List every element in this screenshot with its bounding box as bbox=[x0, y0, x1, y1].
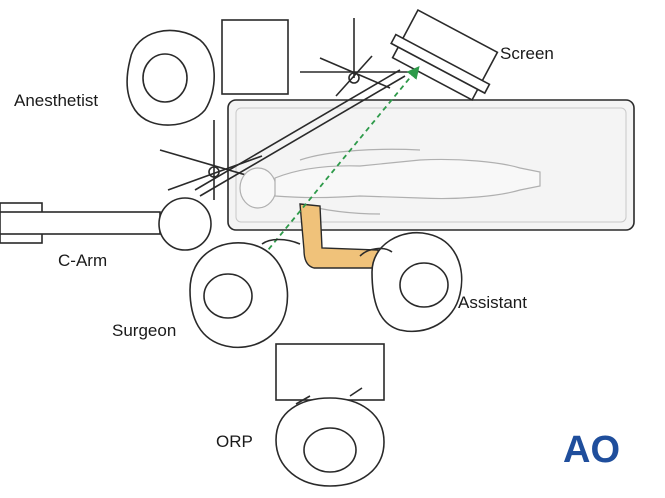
ao-logo: AO bbox=[563, 429, 620, 471]
view-line bbox=[239, 66, 420, 285]
anesthesia-monitor bbox=[221, 19, 289, 95]
anesthetist-label: Anesthetist bbox=[14, 91, 99, 110]
screen-label: Screen bbox=[500, 44, 554, 63]
patient bbox=[239, 148, 541, 215]
c-arm-label: C-Arm bbox=[58, 251, 108, 270]
instrument-table bbox=[275, 343, 385, 401]
surgeon-label: Surgeon bbox=[112, 321, 177, 340]
surgeon-figure bbox=[189, 238, 301, 349]
assistant-label: Assistant bbox=[458, 293, 527, 312]
boom-arm-inner bbox=[199, 75, 406, 197]
c-arm-screen bbox=[390, 8, 499, 102]
orp-figure bbox=[275, 387, 385, 487]
assistant-figure bbox=[359, 232, 463, 333]
c-arm bbox=[0, 197, 212, 251]
operative-arm bbox=[299, 203, 381, 269]
anesthetist-figure bbox=[126, 29, 215, 126]
orp-label: ORP bbox=[216, 432, 253, 451]
